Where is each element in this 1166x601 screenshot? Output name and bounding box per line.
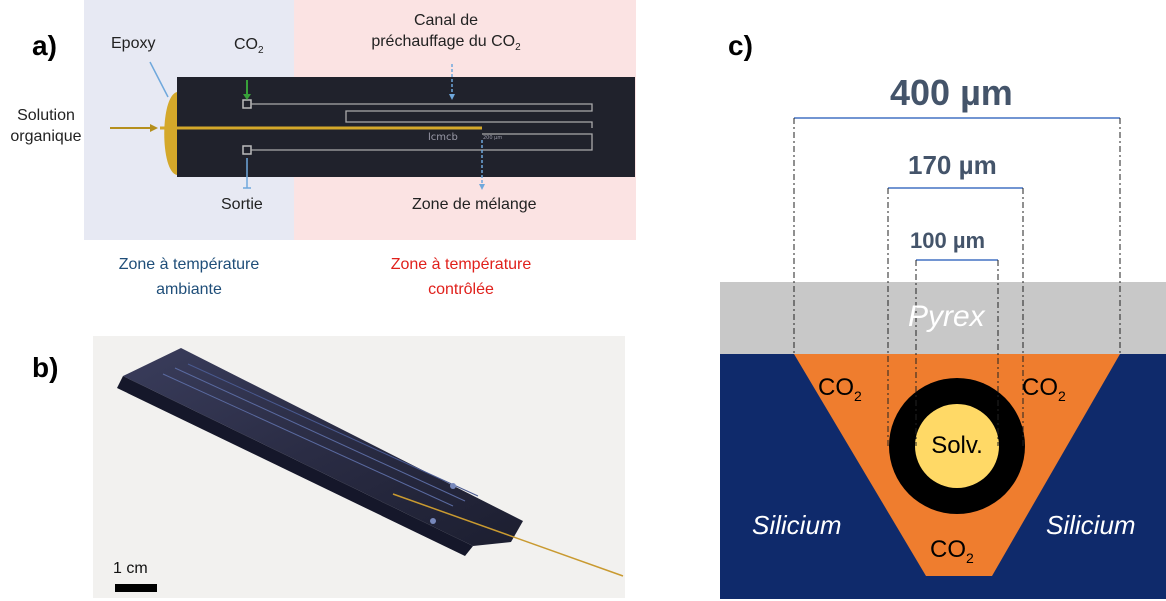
photo-channel-2: [174, 367, 466, 502]
scale-bar-label: 1 cm: [113, 560, 148, 577]
ambient-zone-caption: Zone à température ambiante: [118, 256, 260, 298]
zone-melange-label: Zone de mélange: [412, 196, 537, 213]
chip-scale-text: 200 µm: [483, 135, 502, 141]
co2-right-label: CO2: [1022, 374, 1066, 404]
co2-arrow-head: [243, 94, 251, 100]
dim-middle-label: 170 µm: [908, 150, 997, 180]
silicium-right-label: Silicium: [1046, 510, 1136, 540]
photo-channel-3: [187, 363, 479, 497]
co2-left-label: CO2: [818, 374, 862, 404]
mixing-channel: [251, 133, 593, 151]
canal-pointer-head: [449, 94, 455, 100]
controlled-zone-caption: Zone à température contrôlée: [390, 256, 532, 298]
dim-inner-label: 100 µm: [910, 228, 986, 253]
silicium-left-label: Silicium: [752, 510, 842, 540]
photo-port-1: [450, 483, 456, 489]
solvent-label: Solv.: [931, 432, 983, 459]
photo-port-2: [430, 518, 436, 524]
panel-a-letter: a): [32, 30, 57, 61]
inlet-arrow-head: [150, 124, 158, 132]
epoxy-pointer: [149, 61, 169, 98]
epoxy-label: Epoxy: [111, 35, 156, 52]
panel-b-letter: b): [32, 352, 59, 383]
dim-outer-label: 400 µm: [890, 72, 1013, 113]
photo-capillary: [392, 493, 624, 577]
melange-pointer-head: [479, 184, 485, 190]
canal-label: Canal de préchauffage du CO2: [371, 12, 521, 54]
sortie-label: Sortie: [221, 196, 263, 213]
scale-bar: [115, 584, 157, 592]
preheat-channel: [251, 103, 593, 128]
outlet-port: [242, 145, 252, 155]
epoxy-blob: [164, 92, 177, 175]
cross-section-drawing: [793, 117, 1121, 576]
co2-bottom-label: CO2: [930, 536, 974, 566]
solution-label: Solution organique: [10, 107, 82, 145]
chip-photo-drawing: [117, 348, 624, 577]
co2-inlet-port: [242, 99, 252, 109]
co2-label: CO2: [234, 36, 264, 57]
panel-c-letter: c): [728, 30, 753, 61]
chip-logo-text: lcmcb: [428, 132, 458, 143]
extension-lines: [793, 118, 1121, 446]
chip-photo: [93, 336, 625, 598]
solvent-core: [915, 404, 999, 488]
photo-channel-1: [162, 373, 454, 507]
pyrex-label: Pyrex: [908, 300, 985, 333]
chip-channels-diagram: lcmcb 200 µm: [110, 61, 593, 190]
photo-chip-edge: [117, 376, 473, 556]
